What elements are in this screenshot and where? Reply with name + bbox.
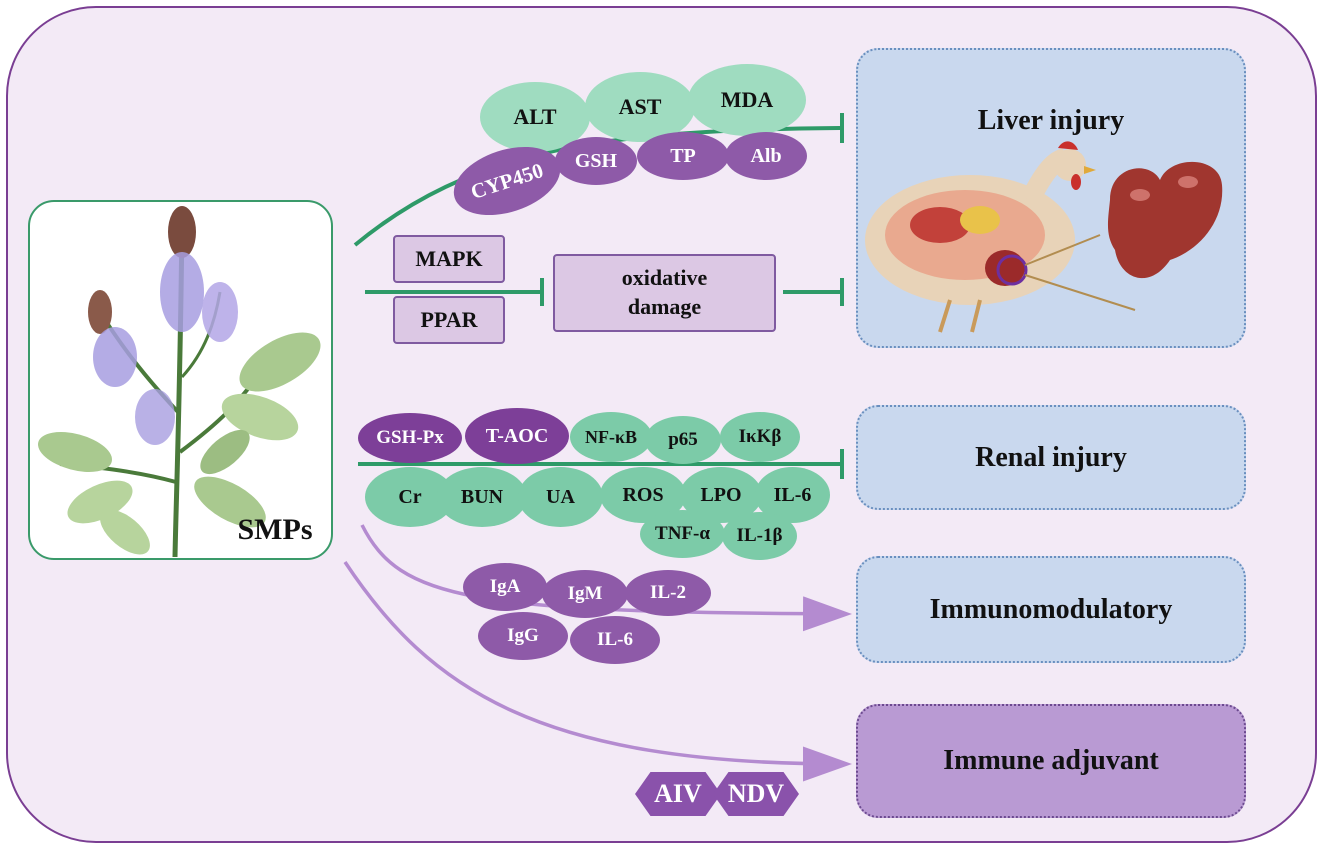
marker-ikkb: IκKβ [720, 412, 800, 462]
immune-adjuvant-box: Immune adjuvant [856, 704, 1246, 818]
marker-il-6-immuno: IL-6 [570, 616, 660, 664]
marker-p65: p65 [645, 416, 721, 464]
marker-igg: IgG [478, 612, 568, 660]
marker-iga: IgA [463, 563, 547, 611]
immunomodulatory-box: Immunomodulatory [856, 556, 1246, 663]
marker-il-1b: IL-1β [722, 512, 797, 560]
marker-tnf-a: TNF-α [640, 510, 725, 558]
immunomodulatory-title: Immunomodulatory [929, 593, 1173, 625]
marker-mda: MDA [688, 64, 806, 136]
marker-il-2: IL-2 [625, 570, 711, 616]
marker-alb: Alb [725, 132, 807, 180]
pathway-ppar: PPAR [393, 296, 505, 344]
renal-injury-box: Renal injury [856, 405, 1246, 510]
pathway-mapk: MAPK [393, 235, 505, 283]
source-label: SMPs [237, 513, 313, 546]
marker-gsh: GSH [555, 137, 637, 185]
marker-gsh-px: GSH-Px [358, 413, 462, 463]
chicken-liver-illustration [865, 141, 1223, 333]
immune-adjuvant-title: Immune adjuvant [943, 745, 1159, 776]
virus-ndv: NDV [713, 772, 799, 816]
plant-illustration [38, 206, 321, 558]
virus-aiv: AIV [635, 772, 721, 816]
liver-injury-title: Liver injury [977, 105, 1125, 136]
marker-t-aoc: T-AOC [465, 408, 569, 464]
renal-injury-title: Renal injury [975, 441, 1127, 473]
smps-plant-box: SMPs [28, 200, 333, 560]
oxidative-damage-box: oxidative damage [553, 254, 776, 332]
marker-bun: BUN [437, 467, 527, 527]
adjuvant-arrow [343, 561, 852, 782]
marker-nf-kb: NF-κB [570, 412, 652, 462]
marker-ua: UA [518, 467, 603, 527]
marker-ast: AST [585, 72, 695, 142]
marker-tp: TP [637, 132, 729, 180]
marker-igm: IgM [542, 570, 628, 618]
